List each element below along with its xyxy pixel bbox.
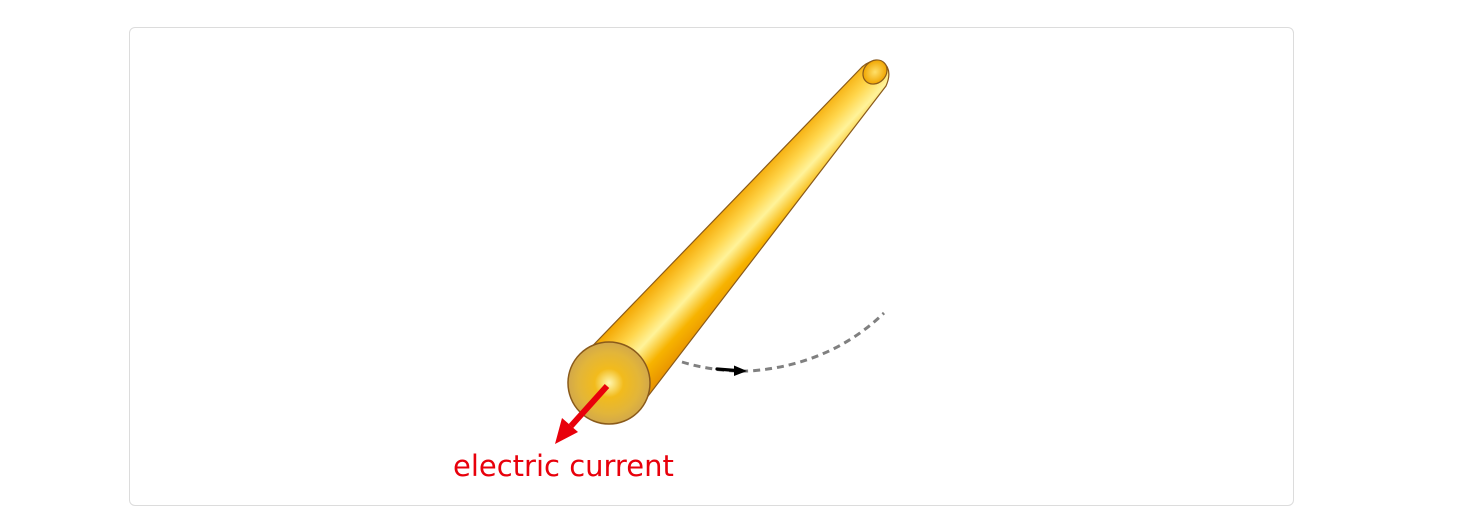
field-line-arc	[681, 311, 886, 373]
current-label: electric current	[453, 449, 674, 483]
current-arrow-icon	[555, 383, 610, 444]
field-direction-arrow-icon	[715, 365, 747, 376]
wire-far-end	[862, 59, 888, 85]
